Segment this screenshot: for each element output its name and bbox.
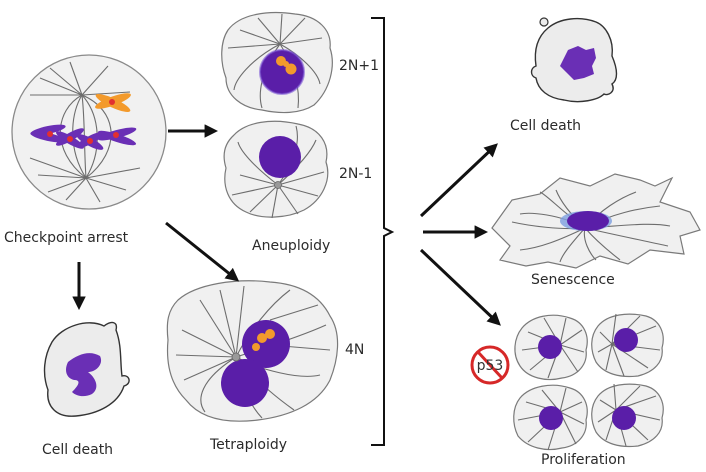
tetraploid-cell	[166, 280, 339, 422]
fragmented-nucleus	[66, 353, 102, 397]
proliferating-cell	[591, 383, 664, 448]
prohibited-sign-icon	[470, 345, 510, 385]
proliferating-cells	[513, 313, 664, 451]
lagging-chromosome	[95, 93, 131, 113]
mitotic-cell	[11, 54, 167, 210]
proliferating-cell	[514, 314, 588, 381]
label-aneuploidy: Aneuploidy	[252, 238, 331, 254]
aneuploid-cell-2n-minus-1	[223, 120, 329, 219]
proliferating-cell	[513, 384, 588, 451]
aneuploid-cell-2n-plus-1	[221, 11, 333, 114]
label-checkpoint-arrest: Checkpoint arrest	[4, 230, 129, 246]
arrow-to-cell-death-right	[419, 143, 498, 218]
proliferating-cell	[591, 313, 664, 378]
p53-label: p53	[477, 358, 504, 374]
apoptotic-cell-left	[43, 321, 130, 417]
label-cell-death-right: Cell death	[510, 118, 582, 134]
centromeres	[47, 131, 119, 144]
ploidy-label-4n: 4N	[345, 342, 364, 358]
ploidy-label-2n-minus-1: 2N-1	[339, 166, 372, 182]
arrow-to-tetraploidy	[165, 221, 240, 282]
label-proliferation: Proliferation	[541, 452, 626, 468]
ploidy-label-2n-plus-1: 2N+1	[339, 58, 379, 74]
condensed-nucleus	[560, 46, 596, 80]
label-tetraploidy: Tetraploidy	[210, 437, 288, 453]
apoptotic-cell-right	[530, 17, 618, 103]
senescent-cell	[491, 173, 701, 269]
label-cell-death-left: Cell death	[42, 442, 114, 458]
arrow-to-proliferation	[419, 248, 501, 326]
grouping-bracket	[371, 17, 395, 446]
label-senescence: Senescence	[531, 272, 615, 288]
